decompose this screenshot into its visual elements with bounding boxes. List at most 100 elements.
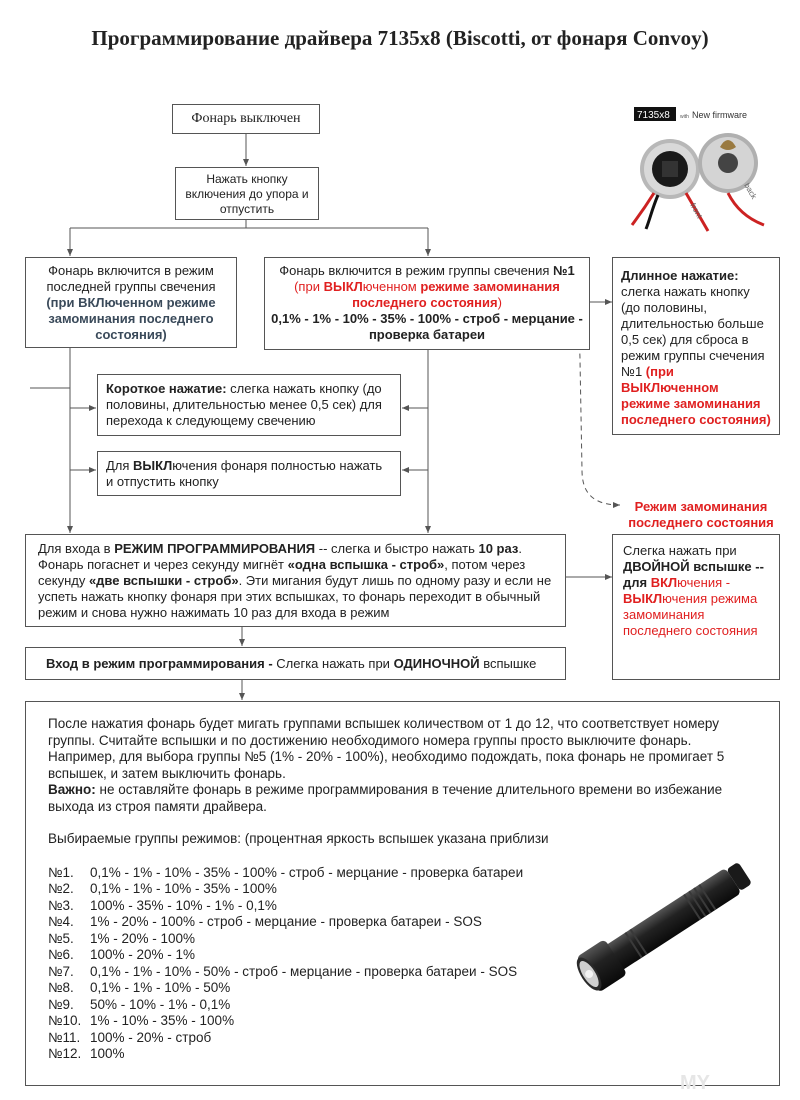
last-group-text: Фонарь включится в режим последней групп… (46, 263, 216, 294)
group-number: №12. (48, 1046, 82, 1061)
group-number: №11. (48, 1029, 81, 1045)
group1-note-close: ) (497, 295, 502, 310)
long-press-text: слегка нажать кнопку (до половины, длите… (621, 284, 765, 379)
group1-note-open: (при (294, 279, 324, 294)
group-modes: 0,1% - 1% - 10% - 35% - 100% (90, 881, 277, 896)
group1-note-memory: режиме замоминания последнего состояния (352, 279, 560, 310)
double-text-off: ВЫКЛ (623, 591, 663, 606)
enter-text-b: Слегка нажать при (276, 656, 394, 671)
group-row: №10. 1% - 10% - 35% - 100% (48, 1013, 759, 1030)
info-box: После нажатия фонарь будет мигать группа… (25, 701, 780, 1086)
double-flash-box: Слегка нажать при ДВОЙНОЙ вспышке -- для… (612, 534, 780, 680)
group-number: №1. (48, 864, 74, 880)
prog-text-count: 10 раз (478, 541, 519, 556)
group-modes: 100% - 20% - строб (90, 1029, 212, 1045)
group-modes: 1% - 20% - 100% - строб - мерцание - про… (90, 914, 482, 929)
turn-off-box: Для ВЫКЛючения фонаря полностью нажать и… (97, 451, 401, 496)
group1-modes: 0,1% - 1% - 10% - 35% - 100% - строб - м… (271, 311, 583, 342)
photo-label-with: with (680, 114, 689, 120)
group-modes: 1% - 10% - 35% - 100% (90, 1013, 235, 1028)
group-modes: 0,1% - 1% - 10% - 50% - строб - мерцание… (90, 963, 518, 979)
groups-list: №1. 0,1% - 1% - 10% - 35% - 100% - строб … (48, 865, 759, 1063)
long-press-box: Длинное нажатие: слегка нажать кнопку (д… (612, 257, 780, 435)
group-row: №6. 100% - 20% - 1% (48, 947, 759, 964)
enter-text-a: Вход в режим программирования - (46, 656, 277, 671)
group1-note-mid: юченном (362, 279, 421, 294)
prog-text-i: . Эти мигания будут лишь по одному разу … (38, 573, 552, 620)
long-press-heading: Длинное нажатие: (621, 268, 739, 283)
double-text-on: ВКЛ (650, 575, 678, 590)
photo-label-firmware: New firmware (692, 110, 747, 120)
flashlight-off-box: Фонарь выключен (172, 104, 320, 134)
group-number: №2. (48, 881, 74, 896)
double-text-c: вспышке -- для (623, 559, 764, 590)
group-row: №4. 1% - 20% - 100% - строб - мерцание - … (48, 914, 759, 931)
long-press-note: (при ВЫКЛюченном режиме замоминания посл… (621, 364, 771, 427)
group-row: №2. 0,1% - 1% - 10% - 35% - 100% (48, 881, 759, 898)
short-press-text: слегка нажать кнопку (до половины, длите… (106, 381, 382, 428)
group-number: №9. (48, 996, 74, 1012)
group-row: №5. 1% - 20% - 100% (48, 931, 759, 948)
press-button-box: Нажать кнопку включения до упора и отпус… (175, 167, 319, 220)
memory-mode-label: Режим замоминания последнего состояния (628, 499, 774, 530)
group-number: №4. (48, 914, 74, 929)
flashlight-photo (576, 863, 751, 991)
group-row: №12. 100% (48, 1046, 759, 1063)
group-row: №9. 50% - 10% - 1% - 0,1% (48, 997, 759, 1014)
group-row: №1. 0,1% - 1% - 10% - 35% - 100% - строб … (48, 865, 759, 882)
groups-title: Выбираемые группы режимов: (процентная я… (48, 831, 549, 846)
flashlight-off-text: Фонарь выключен (191, 111, 301, 126)
group-modes: 100% - 35% - 10% - 1% - 0,1% (90, 897, 277, 913)
group-row: №7. 0,1% - 1% - 10% - 50% - строб - мерца… (48, 964, 759, 981)
enter-text-single: ОДИНОЧНОЙ (393, 656, 480, 671)
watermark: MY (680, 1072, 710, 1094)
enter-text-d: вспышке (479, 656, 537, 671)
double-text-double: ДВОЙНОЙ (623, 559, 690, 574)
group-modes: 0,1% - 1% - 10% - 35% - 100% - строб - м… (90, 864, 524, 880)
group-number: №8. (48, 980, 74, 995)
enter-programming-box: Вход в режим программирования - Слегка н… (25, 647, 566, 680)
group-row: №8. 0,1% - 1% - 10% - 50% (48, 980, 759, 997)
prog-text-mode: РЕЖИМ ПРОГРАММИРОВАНИЯ (114, 541, 316, 556)
group1-text: Фонарь включится в режим группы свечения (279, 263, 554, 278)
short-press-box: Короткое нажатие: слегка нажать кнопку (… (97, 374, 401, 436)
prog-text-g: , потом через секунду (38, 557, 526, 588)
group-number: №5. (48, 930, 74, 946)
driver-board-photo: 7135x8 with New firmware front back (628, 97, 770, 239)
group-modes: 100% (90, 1046, 125, 1061)
group-number: №10. (48, 1013, 82, 1028)
important-text: не оставляйте фонарь в режиме программир… (48, 782, 723, 814)
group-row: №3. 100% - 35% - 10% - 1% - 0,1% (48, 898, 759, 915)
group-number: №7. (48, 963, 74, 979)
prog-text-two-flashes: «две вспышки - строб» (88, 573, 239, 588)
group1-number: №1 (553, 263, 575, 278)
double-text-a: Слегка нажать при (623, 543, 737, 558)
double-text-g: ючения режима замоминания последнего сос… (623, 591, 758, 638)
group-modes: 50% - 10% - 1% - 0,1% (90, 996, 231, 1012)
group-modes: 0,1% - 1% - 10% - 50% (90, 980, 231, 995)
group-row: №11. 100% - 20% - строб (48, 1030, 759, 1047)
page-title: Программирование драйвера 7135x8 (Biscot… (91, 26, 709, 50)
last-group-box: Фонарь включится в режим последней групп… (25, 257, 237, 348)
short-press-heading: Короткое нажатие: (106, 381, 227, 396)
turn-off-text-c: ючения фонаря полностью нажать и отпусти… (106, 458, 383, 489)
group-modes: 100% - 20% - 1% (90, 947, 196, 962)
info-paragraph: После нажатия фонарь будет мигать группа… (48, 716, 725, 781)
turn-off-text-off: ВЫКЛ (133, 458, 173, 473)
group-number: №6. (48, 947, 74, 962)
photo-label-model: 7135x8 (637, 110, 670, 121)
group1-box: Фонарь включится в режим группы свечения… (264, 257, 590, 350)
group-number: №3. (48, 897, 74, 913)
press-button-text: Нажать кнопку включения до упора и отпус… (185, 172, 309, 216)
prog-text-a: Для входа в (38, 541, 115, 556)
last-group-memory-note: (при ВКЛюченном режиме замоминания после… (46, 295, 216, 342)
group1-note-off: ВЫКЛ (323, 279, 363, 294)
group-modes: 1% - 20% - 100% (90, 930, 196, 946)
turn-off-text-a: Для (106, 458, 134, 473)
double-text-e: ючения - (677, 575, 731, 590)
important-heading: Важно: (48, 782, 96, 797)
prog-text-e: . Фонарь погаснет и через секунду мигнёт (38, 541, 522, 572)
prog-text-c: -- слегка и быстро нажать (315, 541, 479, 556)
programming-mode-box: Для входа в РЕЖИМ ПРОГРАММИРОВАНИЯ -- сл… (25, 534, 566, 627)
